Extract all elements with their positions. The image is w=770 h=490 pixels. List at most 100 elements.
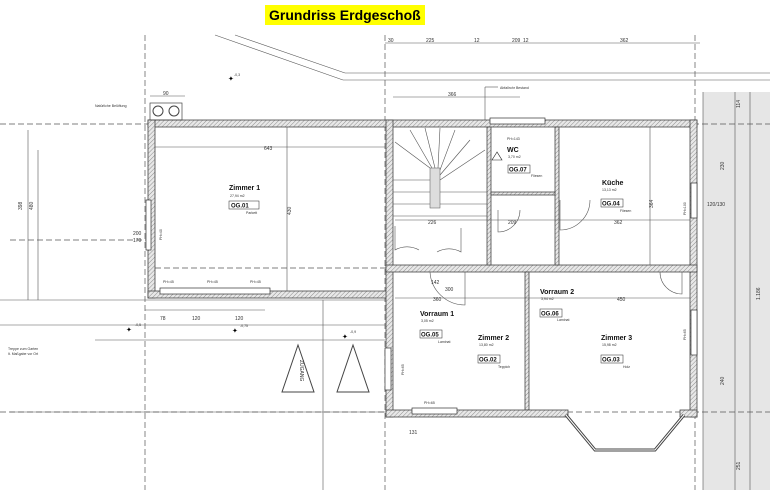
level-markers: -0,3 -0,5 -0,75 -0,9 ✦ ✦ ✦ ✦ (126, 73, 356, 341)
svg-text:3,70 m2: 3,70 m2 (508, 155, 521, 159)
svg-text:27,94 m2: 27,94 m2 (230, 194, 245, 198)
parapet-height: PH=143 (507, 137, 520, 141)
svg-text:-0,3: -0,3 (234, 73, 240, 77)
parapet-height: PH=45 (207, 280, 218, 284)
entrance-arrow (281, 343, 370, 393)
svg-text:Fliesen: Fliesen (531, 174, 542, 178)
dim-label: 362 (614, 220, 623, 226)
parapet-height: PH=65 (424, 401, 435, 405)
svg-text:Zimmer 2: Zimmer 2 (478, 335, 509, 342)
svg-text:13,80 m2: 13,80 m2 (479, 343, 494, 347)
svg-text:13,13 m2: 13,13 m2 (602, 188, 617, 192)
svg-text:OG.07: OG.07 (509, 168, 527, 174)
svg-text:Zimmer 1: Zimmer 1 (229, 185, 260, 192)
svg-text:Zimmer 3: Zimmer 3 (601, 335, 632, 342)
svg-text:Fliesen: Fliesen (620, 209, 631, 213)
room-kueche[interactable]: Küche 13,13 m2 OG.04 Fliesen (600, 180, 631, 213)
svg-text:Parkett: Parkett (246, 211, 257, 215)
dim-label: 225 (426, 38, 435, 44)
dim-label: 90 (163, 91, 169, 97)
parapet-height: PH=100 (683, 202, 687, 215)
dim-label: 170 (133, 238, 142, 244)
dim-label: 142 (431, 280, 440, 286)
svg-text:Teppich: Teppich (498, 365, 510, 369)
dim-label: 366 (448, 92, 457, 98)
svg-text:OG.05: OG.05 (421, 333, 439, 339)
dim-label: 360 (433, 297, 442, 303)
dim-label: 30 (388, 38, 394, 44)
parapet-height: PH=45 (163, 280, 174, 284)
doors[interactable] (394, 199, 683, 306)
room-zimmer-1[interactable]: Zimmer 1 27,94 m2 OG.01 Parkett (228, 185, 260, 215)
dim-label: 480 (29, 201, 35, 210)
bay-window (564, 414, 686, 452)
garden-stairs-note: Treppe zum Garten (8, 347, 38, 351)
dim-label: 12 (523, 38, 529, 44)
staircase (393, 127, 487, 217)
neighbour-area (703, 92, 770, 490)
dim-label: 1.186 (756, 287, 762, 300)
ventilation-note: Natürliche Belüftung (95, 104, 127, 108)
dim-label: 643 (264, 146, 273, 152)
svg-text:-0,5: -0,5 (135, 323, 141, 327)
dim-label: 364 (649, 199, 655, 208)
dim-label: 300 (445, 287, 454, 293)
svg-text:Laminat: Laminat (438, 340, 450, 344)
svg-text:Vorraum 1: Vorraum 1 (420, 311, 454, 318)
ventilation-pipes (149, 102, 183, 121)
svg-text:✦: ✦ (232, 327, 238, 335)
entrance-label: ZUGANG (298, 360, 304, 382)
dim-label: 78 (160, 316, 166, 322)
svg-text:OG.03: OG.03 (602, 358, 620, 364)
room-zimmer-2[interactable]: Zimmer 2 13,80 m2 OG.02 Teppich (477, 335, 510, 369)
svg-text:Laminat: Laminat (557, 318, 569, 322)
room-zimmer-3[interactable]: Zimmer 3 15,98 m2 OG.03 Holz (600, 335, 632, 369)
svg-text:Küche: Küche (602, 180, 624, 187)
dim-label: 200 (133, 231, 142, 237)
terrain-lines (0, 34, 770, 490)
dim-label: 131 (409, 430, 418, 436)
dim-label: 120 (235, 316, 244, 322)
parapet-height: PH=45 (250, 280, 261, 284)
svg-text:OG.02: OG.02 (479, 358, 497, 364)
dim-label: 12 (474, 38, 480, 44)
svg-text:OG.06: OG.06 (541, 312, 559, 318)
dim-label: 209 (508, 220, 517, 226)
dim-label: 362 (620, 38, 629, 44)
svg-text:WC: WC (507, 147, 519, 154)
svg-text:OG.04: OG.04 (602, 202, 620, 208)
svg-text:OG.01: OG.01 (231, 204, 249, 210)
dimension-chain-top (150, 42, 700, 148)
dim-label: 251 (736, 461, 742, 470)
svg-text:3,94 m2: 3,94 m2 (541, 297, 554, 301)
parapet-height: PH=40 (159, 229, 163, 240)
room-vorraum-2[interactable]: Vorraum 2 3,94 m2 OG.06 Laminat (539, 289, 574, 322)
room-wc[interactable]: WC 3,70 m2 OG.07 Fliesen (491, 147, 542, 178)
svg-text:✦: ✦ (228, 75, 234, 83)
windows[interactable] (145, 117, 698, 415)
dim-label: 450 (617, 297, 626, 303)
svg-text:3,05 m2: 3,05 m2 (421, 319, 434, 323)
dim-label: 430 (287, 206, 293, 215)
svg-text:✦: ✦ (126, 326, 132, 334)
svg-text:✦: ✦ (342, 333, 348, 341)
parapet-height: PH=65 (683, 329, 687, 340)
parapet-height: PH=65 (401, 364, 405, 375)
dim-label: 240 (720, 376, 726, 385)
room-vorraum-1[interactable]: Vorraum 1 3,05 m2 OG.05 Laminat (419, 311, 454, 344)
svg-text:-0,9: -0,9 (350, 330, 356, 334)
dim-label: 114 (736, 100, 742, 108)
plan-title: Grundriss Erdgeschoß (265, 5, 425, 25)
svg-text:15,98 m2: 15,98 m2 (602, 343, 617, 347)
garden-stairs-note-2: lt. Maßgabe vor Ort (8, 352, 38, 356)
dim-label: 398 (18, 201, 24, 210)
walls (147, 119, 698, 418)
svg-text:Vorraum 2: Vorraum 2 (540, 289, 574, 296)
dim-label: 120 (192, 316, 201, 322)
dim-label: 230 (720, 161, 726, 170)
svg-text:Holz: Holz (623, 365, 630, 369)
svg-text:-0,75: -0,75 (240, 324, 248, 328)
dim-label: 120/130 (707, 202, 725, 208)
dim-label: 209 (512, 38, 521, 44)
